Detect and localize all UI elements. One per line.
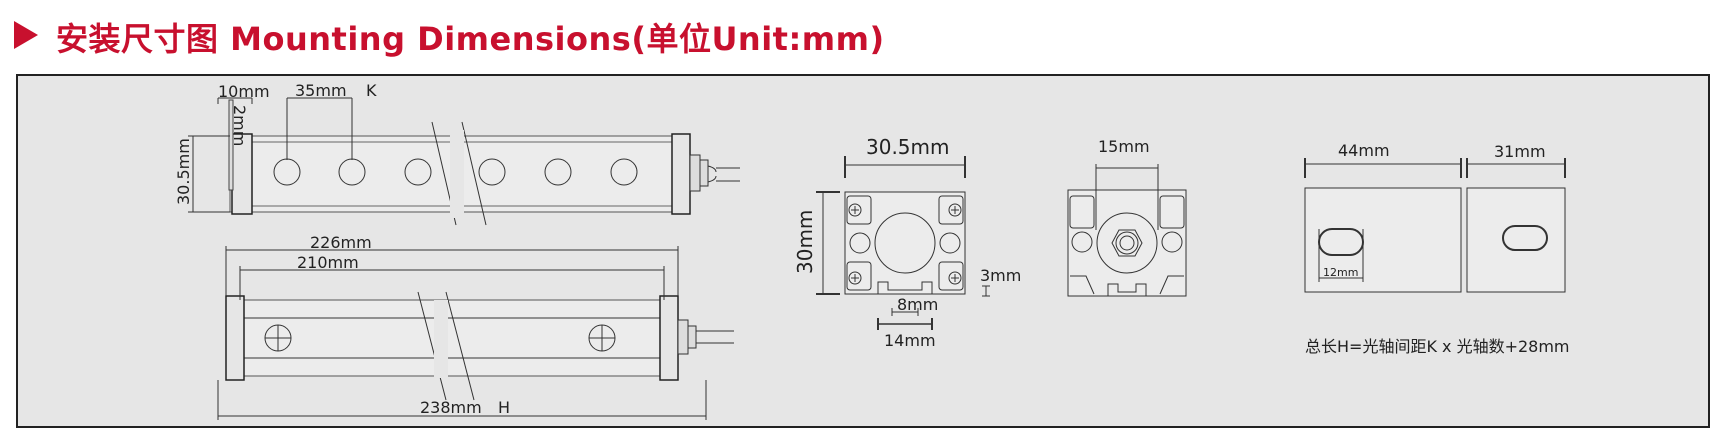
section-header: 安装尺寸图 Mounting Dimensions(单位Unit:mm) xyxy=(0,6,1723,58)
dim-30-5mm-top: 30.5mm xyxy=(866,135,950,159)
front-view-bar xyxy=(228,99,740,226)
dim-238mm: 238mm xyxy=(420,398,482,417)
dim-10mm: 10mm xyxy=(218,82,270,101)
dim-8mm: 8mm xyxy=(897,295,938,314)
dim-44mm: 44mm xyxy=(1338,141,1390,160)
dim-k-label: K xyxy=(366,81,377,100)
dim-3mm: 3mm xyxy=(980,266,1021,285)
dim-12mm: 12mm xyxy=(1323,266,1358,279)
dim-226mm: 226mm xyxy=(310,233,372,252)
end-view-cross-section xyxy=(844,191,966,295)
dim-210mm: 210mm xyxy=(297,253,359,272)
dim-35mm: 35mm xyxy=(295,81,347,100)
dim-30-5mm-side: 30.5mm xyxy=(174,138,193,205)
dim-15mm: 15mm xyxy=(1098,137,1150,156)
end-view-connector xyxy=(1067,189,1187,297)
side-view-bar xyxy=(225,291,734,401)
length-formula: 总长H=光轴间距K x 光轴数+28mm xyxy=(1305,337,1570,356)
triangle-marker-icon xyxy=(14,21,38,49)
dim-14mm: 14mm xyxy=(884,331,936,350)
section-title: 安装尺寸图 Mounting Dimensions(单位Unit:mm) xyxy=(56,20,885,58)
dim-30mm: 30mm xyxy=(793,210,817,274)
dim-2mm: 2mm xyxy=(230,105,249,146)
dim-h-label: H xyxy=(498,398,510,417)
dim-31mm: 31mm xyxy=(1494,142,1546,161)
mounting-bracket-small xyxy=(1466,187,1566,293)
